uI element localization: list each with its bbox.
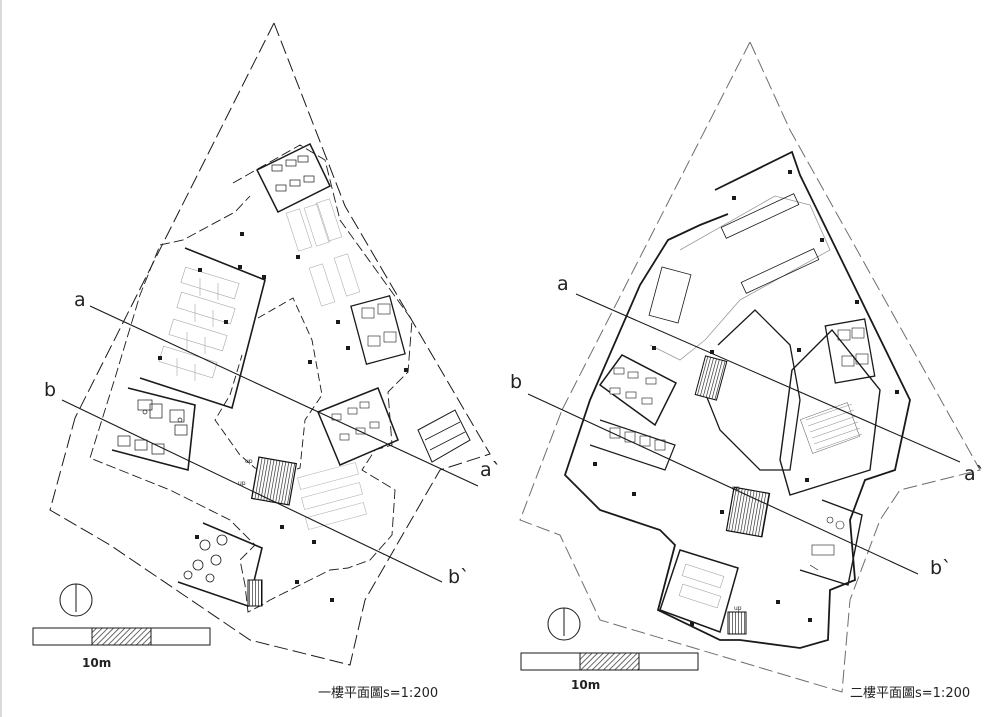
central-void — [214, 297, 323, 476]
north-west-room — [139, 247, 266, 410]
central-void — [699, 309, 801, 471]
section-b-end: b` — [448, 566, 470, 588]
section-a-end: a` — [480, 459, 501, 481]
section-a-start: a — [74, 289, 86, 311]
east-meeting-room — [317, 387, 399, 466]
scale-label: 10m — [571, 678, 600, 692]
up-label-1: up — [732, 485, 740, 492]
lecture-hall — [779, 328, 881, 496]
section-a-end: a` — [964, 463, 985, 485]
floor-1-plan: up up a a` b b` — [32, 22, 501, 701]
scale-bar — [32, 627, 211, 646]
site-boundary — [519, 41, 981, 693]
plan-title: 二樓平面圖s=1:200 — [850, 686, 970, 701]
scale-label: 10m — [82, 656, 111, 670]
section-a-start: a — [557, 273, 569, 295]
stair-central — [250, 456, 298, 506]
section-b-end: b` — [930, 557, 952, 579]
section-b-start: b — [510, 371, 522, 393]
north-meeting-room — [255, 142, 331, 214]
building-outline — [89, 144, 413, 613]
up-label-2: up — [734, 605, 742, 612]
stair-central — [725, 486, 771, 538]
section-b-start: b — [44, 379, 56, 401]
north-arrow-icon — [547, 607, 581, 641]
site-boundary — [49, 22, 491, 666]
up-label-2: up — [238, 480, 246, 487]
north-arrow-icon — [59, 583, 93, 617]
building-outline — [563, 150, 911, 649]
plan-title: 一樓平面圖s=1:200 — [318, 686, 438, 701]
floor-2-plan: up up a a` — [510, 41, 985, 701]
up-label-1: up — [245, 458, 253, 465]
scale-bar — [520, 652, 699, 671]
